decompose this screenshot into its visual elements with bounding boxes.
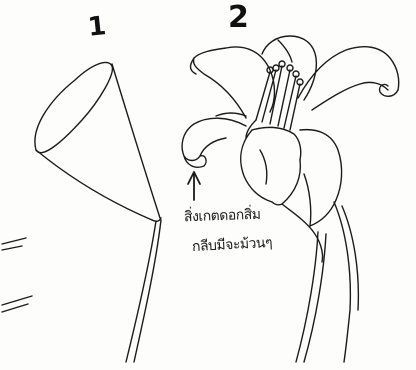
- annotation-line-1: สิ่งเกตดอกสิ่ม: [184, 204, 261, 229]
- open-flower-figure: [182, 36, 399, 362]
- closed-bud-figure: [35, 62, 161, 362]
- arrow-pointer: [188, 172, 200, 200]
- figure-label-2: 2: [228, 0, 249, 35]
- figure-label-1: 1: [86, 11, 107, 43]
- annotation-line-2: กลีบมีจะม้วนๆ: [191, 232, 272, 258]
- leaf-strokes: [2, 238, 32, 312]
